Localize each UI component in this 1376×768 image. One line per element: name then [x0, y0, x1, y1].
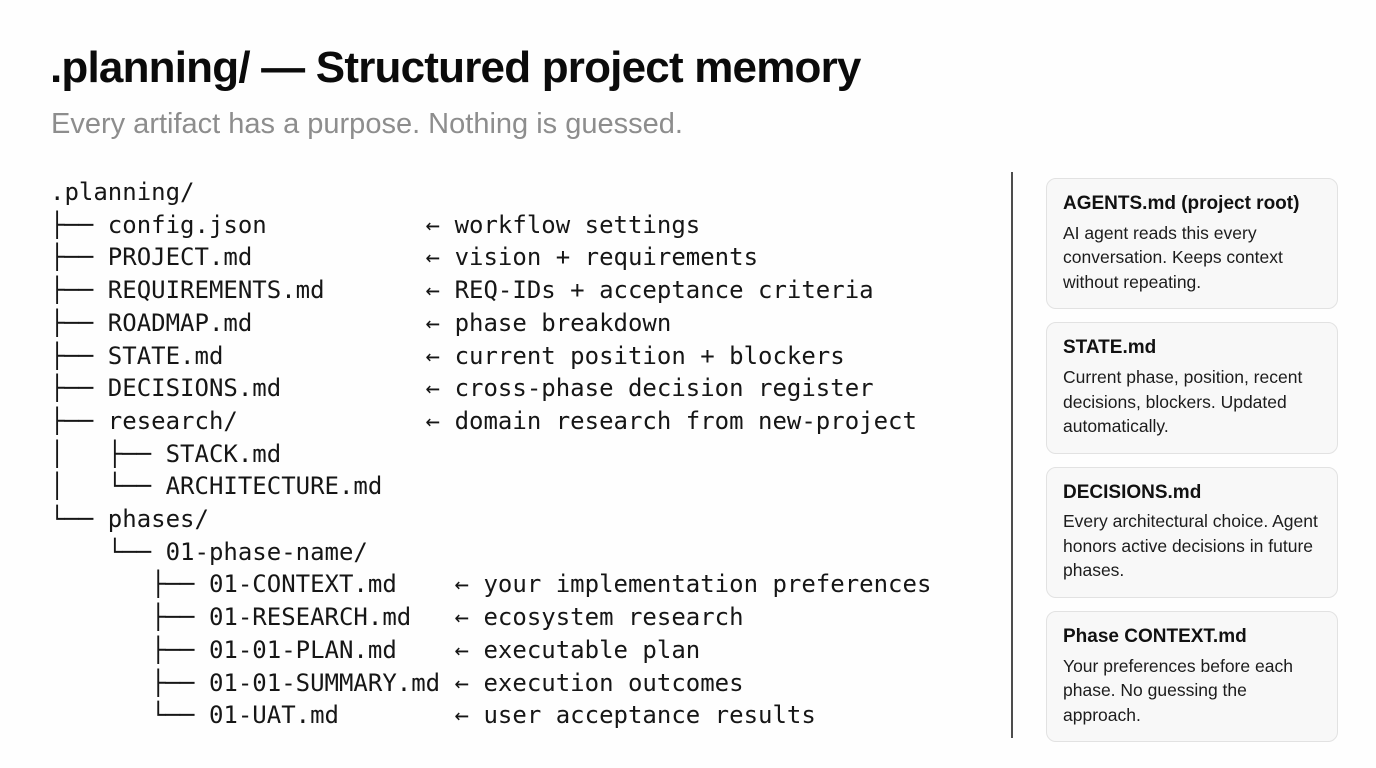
card-title: DECISIONS.md	[1063, 481, 1202, 503]
card-title: Phase CONTEXT.md	[1063, 625, 1247, 647]
vertical-divider	[1011, 172, 1013, 738]
card-body: AI agent reads this every conversation. …	[1063, 222, 1283, 292]
page-title: .planning/ — Structured project memory	[50, 43, 861, 92]
card-body: Current phase, position, recent decision…	[1063, 367, 1303, 436]
file-tree: .planning/ ├── config.json ← workflow se…	[50, 178, 932, 730]
card-title: STATE.md	[1063, 337, 1157, 359]
info-card-column: AGENTS.md (project root) AI agent reads …	[1046, 178, 1338, 742]
card-body: Every architectural choice. Agent honors…	[1063, 511, 1318, 581]
info-card-state-md: STATE.md Current phase, position, recent…	[1046, 322, 1338, 454]
card-title: AGENTS.md (project root)	[1063, 193, 1300, 214]
info-card-phase-context-md: Phase CONTEXT.md Your preferences before…	[1046, 610, 1338, 742]
card-body: Your preferences before each phase. No g…	[1063, 655, 1293, 725]
page-subtitle: Every artifact has a purpose. Nothing is…	[51, 108, 683, 140]
info-card-decisions-md: DECISIONS.md Every architectural choice.…	[1046, 466, 1338, 598]
info-card-agents-md: AGENTS.md (project root) AI agent reads …	[1046, 178, 1338, 310]
